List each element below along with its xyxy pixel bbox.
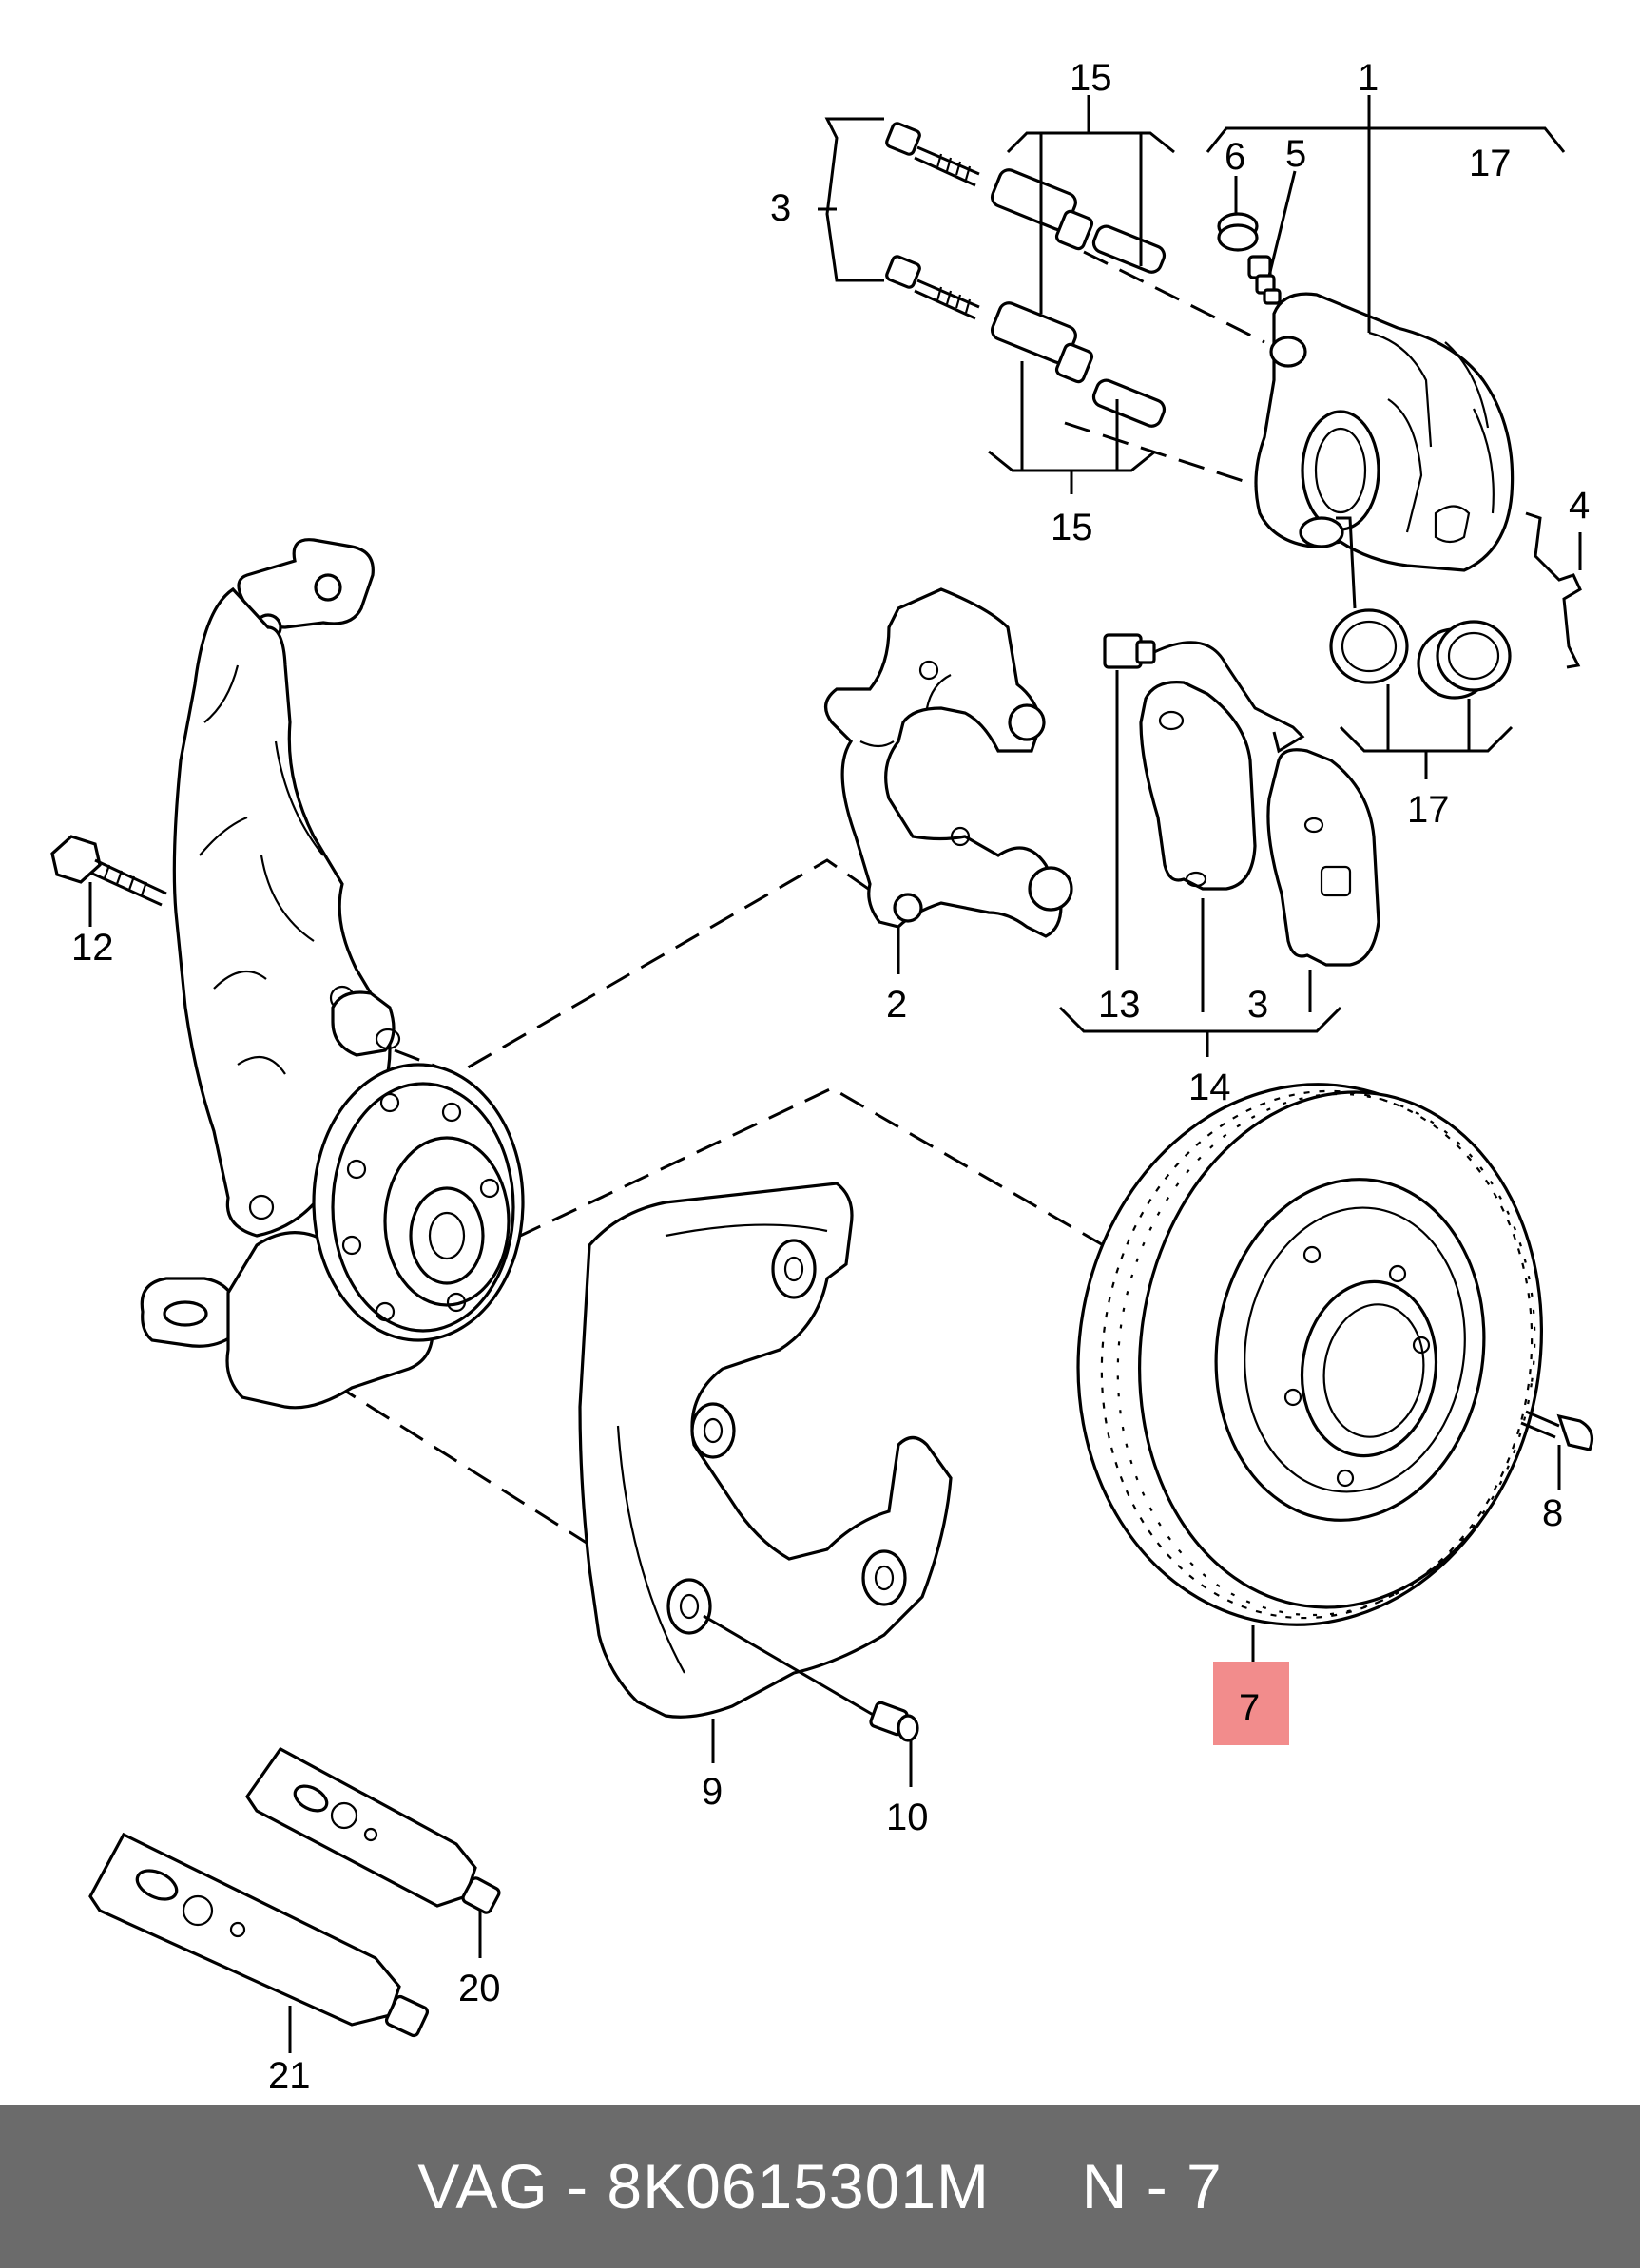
callout-3-left: 3 — [770, 187, 791, 229]
callout-3-pad: 3 — [1247, 984, 1268, 1026]
callout-6: 6 — [1225, 136, 1245, 178]
callout-labels: 15 1 6 5 17 3 15 4 17 12 2 13 3 14 8 7 9… — [71, 57, 1590, 2097]
steering-knuckle — [140, 538, 525, 1410]
callout-17-top: 17 — [1469, 143, 1512, 184]
grease-tube-21 — [88, 1832, 430, 2038]
callout-13: 13 — [1098, 984, 1141, 1026]
callout-10: 10 — [886, 1797, 929, 1838]
selected-part-highlight — [1213, 1662, 1289, 1745]
callout-12: 12 — [71, 927, 114, 969]
leader-lines — [88, 95, 1582, 2053]
exploded-brake-assembly-diagram: 15 1 6 5 17 3 15 4 17 12 2 13 3 14 8 7 9… — [50, 57, 1593, 2097]
callout-15-bottom: 15 — [1051, 507, 1093, 548]
callout-15-top: 15 — [1070, 57, 1112, 99]
shield-screw — [703, 1614, 919, 1742]
wear-sensor-and-brake-pads — [1103, 633, 1380, 967]
part-number-text: VAG - 8K0615301M N - 7 — [417, 2151, 1223, 2221]
guide-bolt-set-lower — [885, 255, 1167, 428]
callout-17-bottom: 17 — [1407, 789, 1450, 831]
callout-7: 7 — [1239, 1687, 1260, 1729]
guide-bolt-set-upper — [885, 122, 1167, 274]
callout-1: 1 — [1358, 57, 1379, 99]
caliper-carrier-bracket — [824, 587, 1073, 938]
brake-caliper-housing — [1254, 292, 1515, 572]
callout-21: 21 — [268, 2055, 311, 2097]
assembly-dashed-lines — [332, 250, 1265, 1547]
splash-shield — [578, 1182, 953, 1719]
callout-14: 14 — [1188, 1067, 1231, 1108]
part-number-footer: VAG - 8K0615301M N - 7 — [0, 2105, 1640, 2268]
grease-tube-20 — [245, 1746, 501, 1914]
callout-8: 8 — [1542, 1492, 1563, 1534]
callout-4: 4 — [1569, 485, 1590, 527]
bleeder-cap-and-screw — [1217, 212, 1282, 305]
callout-5: 5 — [1285, 133, 1306, 175]
knuckle-bolt — [50, 835, 167, 907]
callout-20: 20 — [458, 1968, 501, 2009]
disc-screw — [1520, 1410, 1593, 1451]
piston-seal-rings — [1329, 608, 1512, 700]
callout-9: 9 — [702, 1771, 723, 1813]
retaining-spring — [1525, 511, 1582, 669]
callout-2: 2 — [886, 984, 907, 1026]
brake-disc — [1076, 1083, 1543, 1626]
